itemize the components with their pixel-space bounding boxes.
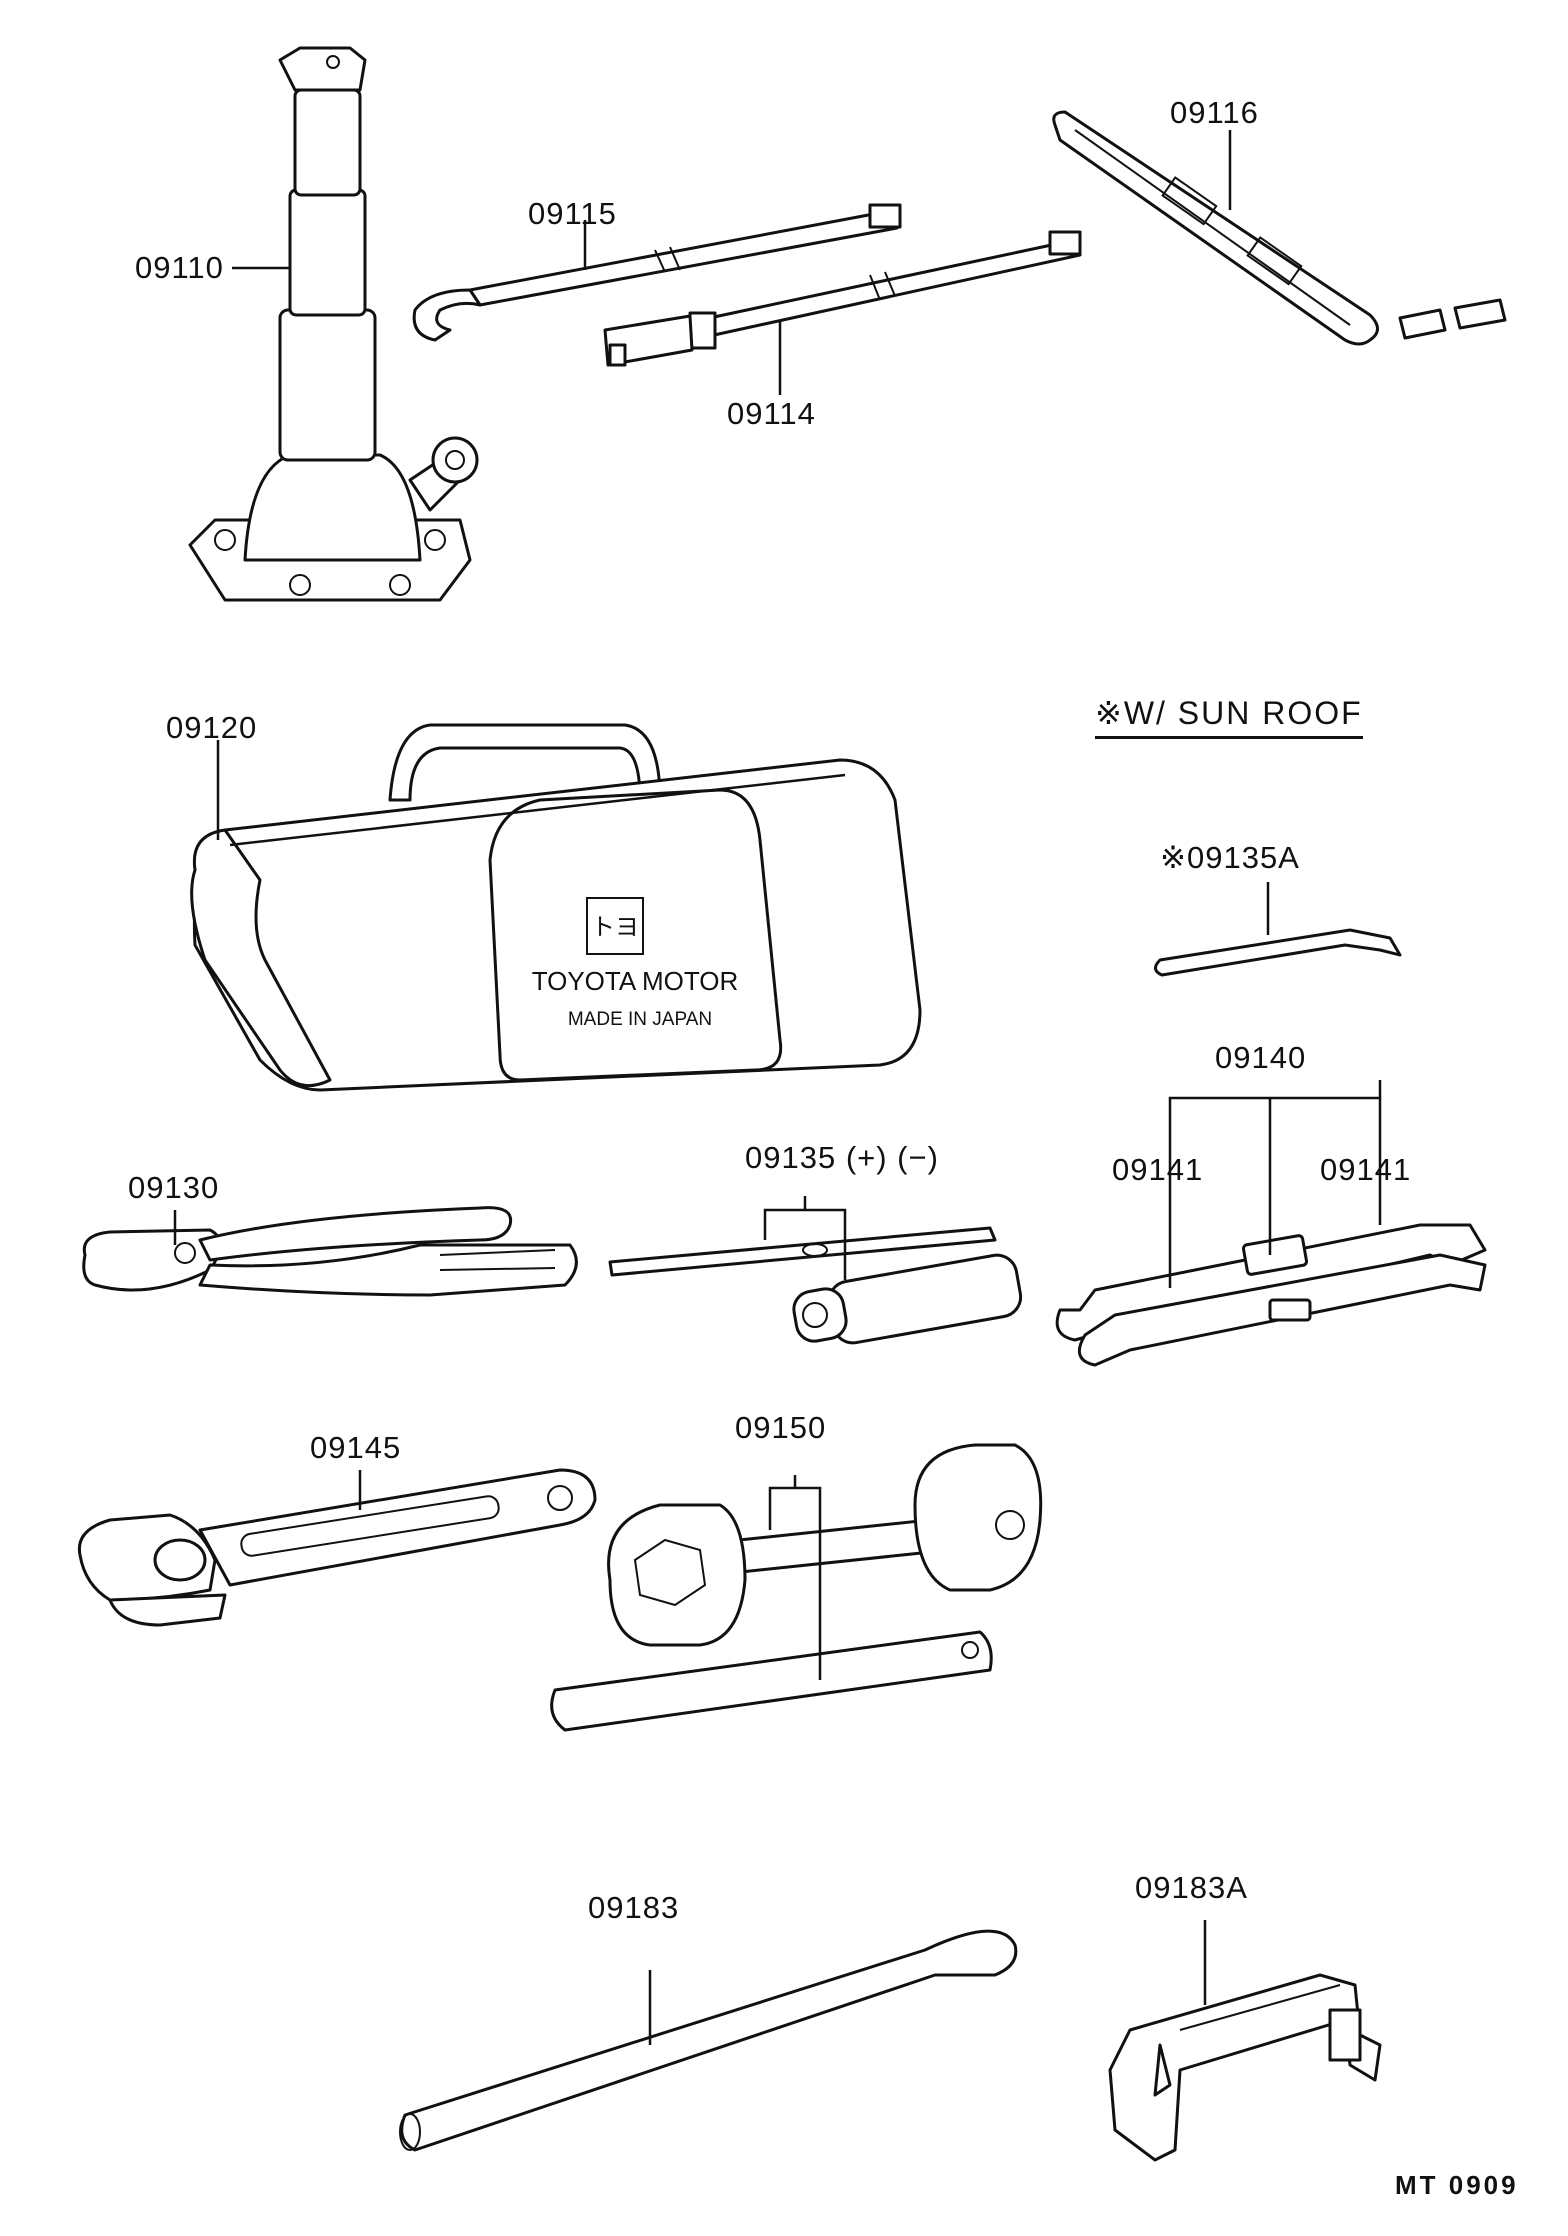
lug-wrench-drawing	[550, 1443, 1043, 1732]
extension-bar-drawing	[603, 230, 1082, 367]
label-09130: 09130	[128, 1170, 220, 1205]
handle-drawing	[1052, 110, 1507, 346]
label-09140: 09140	[1215, 1040, 1307, 1075]
bracket-drawing	[1108, 1973, 1382, 2162]
label-09135: 09135 (+) (−)	[745, 1140, 939, 1175]
label-09120: 09120	[166, 710, 258, 745]
label-09183a: 09183A	[1135, 1870, 1248, 1905]
label-09141-left: 09141	[1112, 1152, 1204, 1187]
pliers-drawing	[82, 1206, 578, 1297]
bag-brand-print: TOYOTA MOTOR	[532, 966, 739, 996]
spanner-set-drawing	[1055, 1223, 1487, 1367]
label-09183: 09183	[588, 1890, 680, 1925]
bag-origin-print: MADE IN JAPAN	[568, 1009, 712, 1030]
sunroof-note: ※W/ SUN ROOF	[1095, 694, 1363, 739]
hook-wrench-drawing	[412, 203, 902, 342]
drawing-code: MT 0909	[1395, 2170, 1519, 2200]
jack-drawing	[188, 46, 479, 602]
label-09110: 09110	[135, 250, 224, 285]
sunroof-tool-drawing	[1154, 928, 1402, 977]
label-09114: 09114	[727, 396, 816, 431]
label-09116: 09116	[1170, 95, 1259, 130]
label-09115: 09115	[528, 196, 617, 231]
label-09145: 09145	[310, 1430, 402, 1465]
tool-bag-drawing: トヨ TOYOTA MOTOR MADE IN JAPAN	[190, 723, 922, 1092]
leader-09150	[768, 1486, 822, 1680]
label-09141-right: 09141	[1320, 1152, 1412, 1187]
leader-09141-pair	[1168, 1096, 1382, 1288]
svg-text:トヨ: トヨ	[591, 914, 639, 941]
adjustable-wrench-drawing	[77, 1468, 597, 1627]
label-09150: 09150	[735, 1410, 827, 1445]
tire-iron-drawing	[399, 1929, 1018, 2152]
screwdriver-drawing	[608, 1226, 1023, 1345]
label-09135a: ※09135A	[1160, 840, 1300, 875]
